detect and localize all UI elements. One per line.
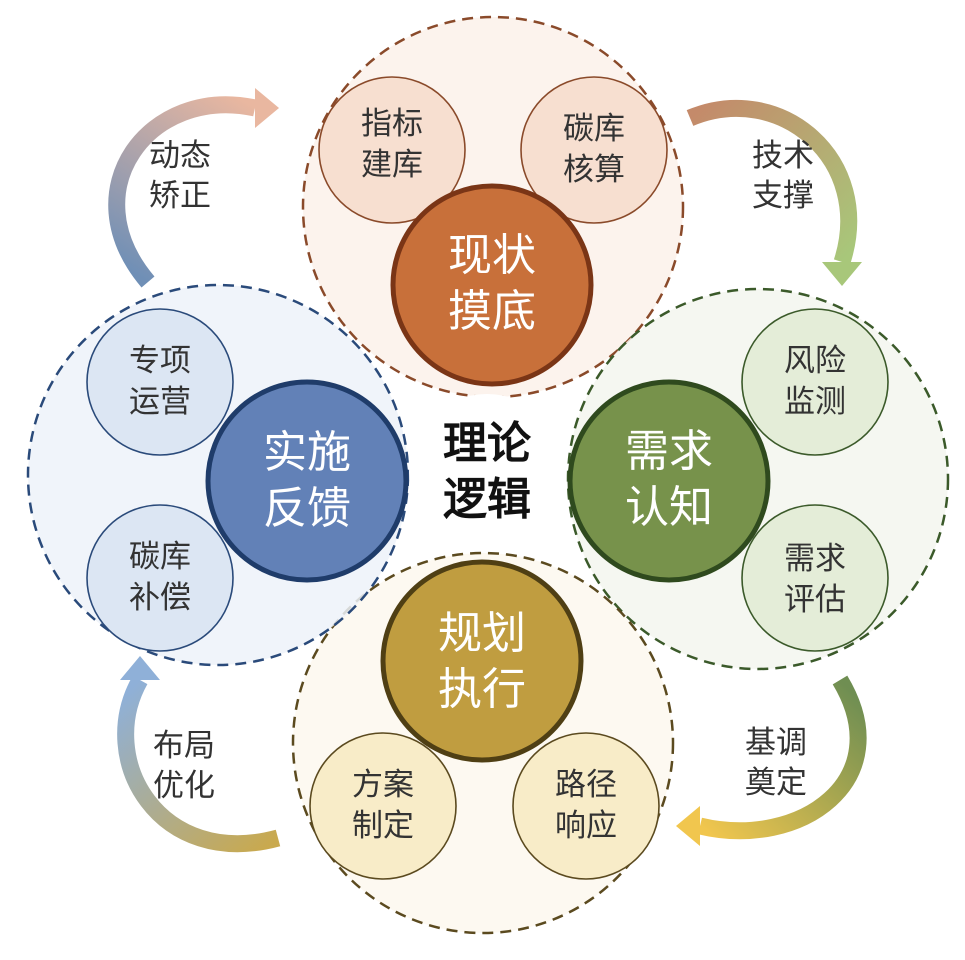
satellite-bottom-2 (512, 732, 660, 880)
arrow-head-top-left (255, 88, 279, 128)
hub-right (567, 379, 771, 583)
satellite-top-1 (318, 76, 466, 224)
satellite-layer (86, 76, 889, 880)
satellite-left-2 (86, 504, 234, 652)
arrow-body-top-right (686, 99, 858, 265)
arrow-body-bottom-left (117, 675, 281, 853)
arrow-body-bottom-right (698, 675, 867, 840)
arrow-head-bottom-right (676, 806, 700, 846)
center-circle (409, 394, 565, 550)
satellite-right-2 (741, 504, 889, 652)
arrow-layer (108, 88, 867, 853)
hub-top (390, 183, 594, 387)
hub-left (205, 379, 409, 583)
satellite-left-1 (86, 308, 234, 456)
arrow-head-top-right (822, 262, 862, 286)
satellite-top-2 (520, 76, 668, 224)
satellite-right-1 (741, 308, 889, 456)
satellite-bottom-1 (309, 732, 457, 880)
arrow-body-top-left (108, 96, 257, 288)
arrow-head-bottom-left (120, 656, 160, 680)
hub-layer (205, 183, 771, 763)
hub-bottom (380, 559, 584, 763)
